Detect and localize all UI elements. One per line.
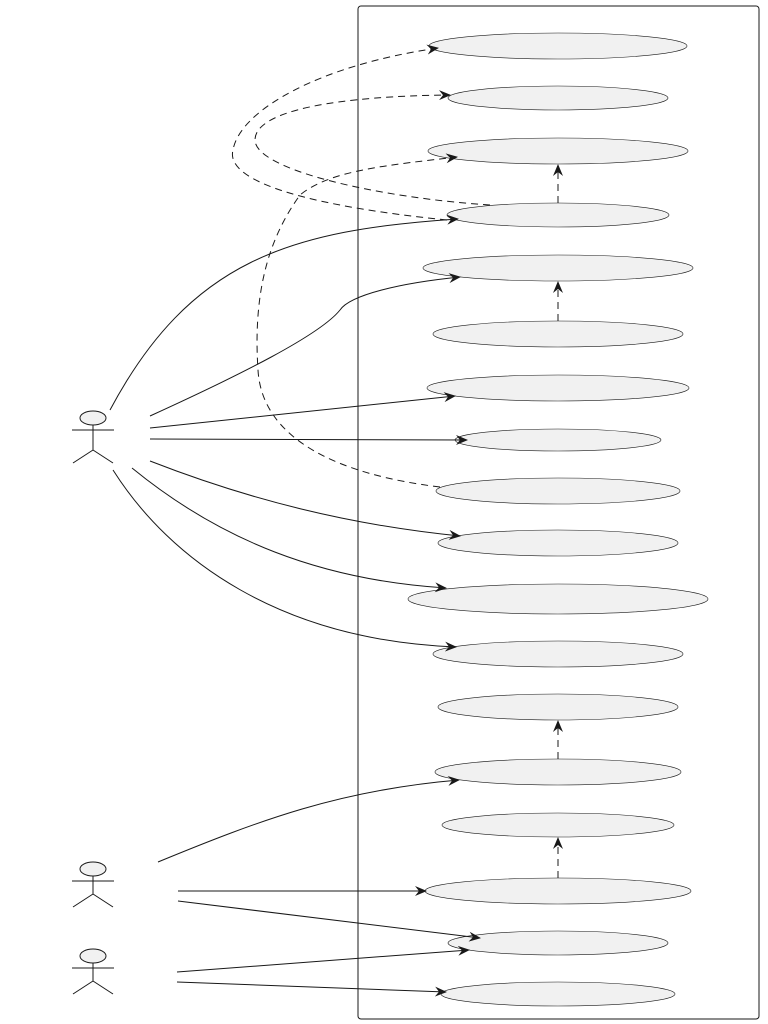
actor-leg-right [92, 449, 114, 464]
dependency-uc9-uc3 [256, 153, 458, 488]
actor-leg-left [72, 893, 94, 908]
use-case-2[interactable] [447, 85, 669, 111]
use-case-5[interactable] [422, 254, 694, 282]
association-group [109, 214, 481, 997]
use-case-7[interactable] [426, 374, 690, 402]
use-case-14[interactable] [434, 758, 682, 786]
use-case-3[interactable] [427, 137, 689, 165]
actor-head [79, 861, 107, 877]
actor-3[interactable] [72, 948, 114, 995]
actor-leg-right [92, 980, 114, 995]
association-a2-uc17 [177, 900, 481, 942]
system-boundary [357, 5, 760, 1020]
association-a3-uc18 [176, 981, 447, 997]
actor-leg-left [72, 449, 94, 464]
association-a1-uc12 [112, 469, 457, 652]
actor-head [79, 948, 107, 964]
dependency-uc4-uc2 [254, 90, 491, 206]
use-case-17[interactable] [447, 930, 669, 956]
actor-1[interactable] [72, 410, 114, 464]
use-case-16[interactable] [424, 877, 692, 905]
association-a3-uc17 [176, 945, 470, 973]
dependency-group [231, 44, 563, 878]
actor-leg-right [92, 893, 114, 908]
association-a2-uc14 [157, 775, 460, 863]
use-case-18[interactable] [440, 981, 676, 1007]
use-case-13[interactable] [437, 693, 679, 721]
association-a1-uc7 [149, 392, 456, 429]
use-case-9[interactable] [435, 477, 681, 505]
association-a1-uc11 [131, 467, 447, 593]
actor-2[interactable] [72, 861, 114, 908]
use-case-4[interactable] [446, 202, 670, 228]
association-a1-uc4 [109, 214, 459, 411]
actor-leg-left [72, 980, 94, 995]
use-case-11[interactable] [407, 583, 709, 615]
use-case-6[interactable] [432, 320, 684, 348]
association-a1-uc8 [149, 434, 468, 445]
dependency-uc4-uc1 [231, 44, 448, 221]
use-case-8[interactable] [454, 428, 662, 452]
actor-head [79, 410, 107, 426]
use-case-12[interactable] [432, 640, 684, 668]
use-case-group [407, 32, 709, 1007]
use-case-15[interactable] [441, 812, 675, 838]
use-case-10[interactable] [437, 529, 679, 557]
association-a1-uc5 [149, 273, 461, 417]
association-a1-uc10 [149, 460, 461, 540]
use-case-1[interactable] [428, 32, 688, 60]
